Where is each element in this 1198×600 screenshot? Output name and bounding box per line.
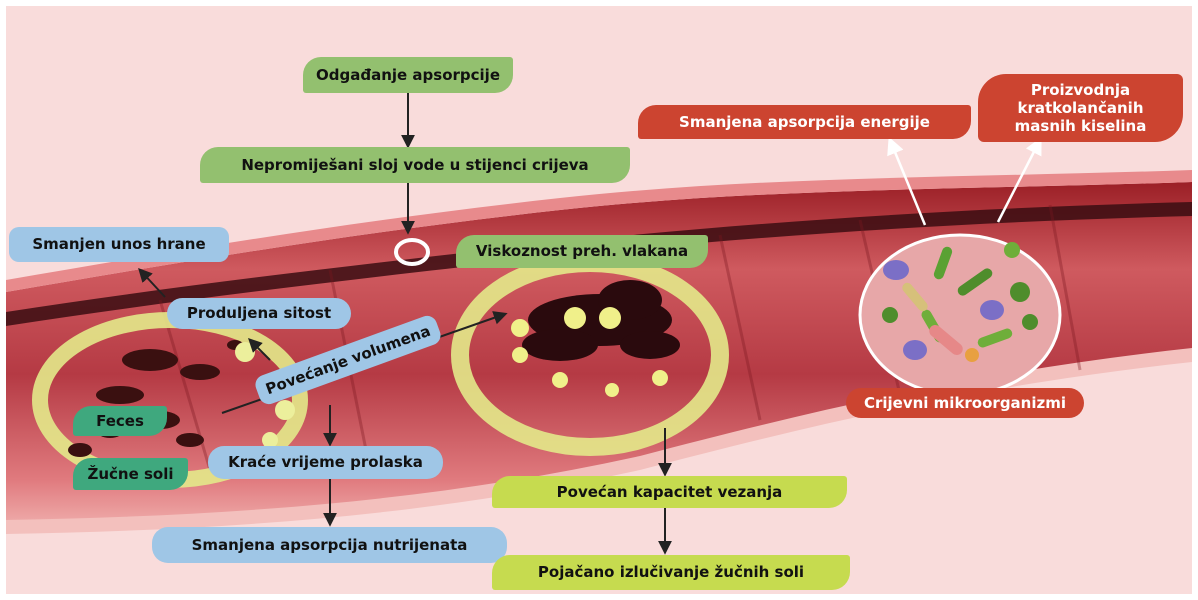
label-zucne-soli: Žučne soli [73, 458, 188, 490]
label-proizvodnja-line1: Proizvodnja [1031, 81, 1130, 99]
label-viskoznost: Viskoznost preh. vlakana [456, 235, 708, 268]
label-proizvodnja-line3: masnih kiselina [1015, 117, 1147, 135]
label-feces: Feces [73, 406, 167, 436]
label-pojacano-izlucivanje: Pojačano izlučivanje žučnih soli [492, 555, 850, 590]
label-povecan-kapacitet-vezanja: Povećan kapacitet vezanja [492, 476, 847, 508]
label-proizvodnja-kratkolancanih: Proizvodnja kratkolančanih masnih kiseli… [978, 74, 1183, 142]
label-nepromijesani-sloj: Nepromiješani sloj vode u stijenci crije… [200, 147, 630, 183]
label-produljena-sitost: Produljena sitost [167, 298, 351, 329]
label-smanjena-apsorpcija-energije: Smanjena apsorpcija energije [638, 105, 971, 139]
label-smanjen-unos-hrane: Smanjen unos hrane [9, 227, 229, 262]
label-proizvodnja-line2: kratkolančanih [1018, 99, 1144, 117]
label-smanjena-apsorpcija-nutrijenata: Smanjena apsorpcija nutrijenata [152, 527, 507, 563]
label-krace-vrijeme-prolaska: Kraće vrijeme prolaska [208, 446, 443, 479]
label-crijevni-mikroorganizmi: Crijevni mikroorganizmi [846, 388, 1084, 418]
label-odgadjanje-apsorpcije: Odgađanje apsorpcije [303, 57, 513, 93]
